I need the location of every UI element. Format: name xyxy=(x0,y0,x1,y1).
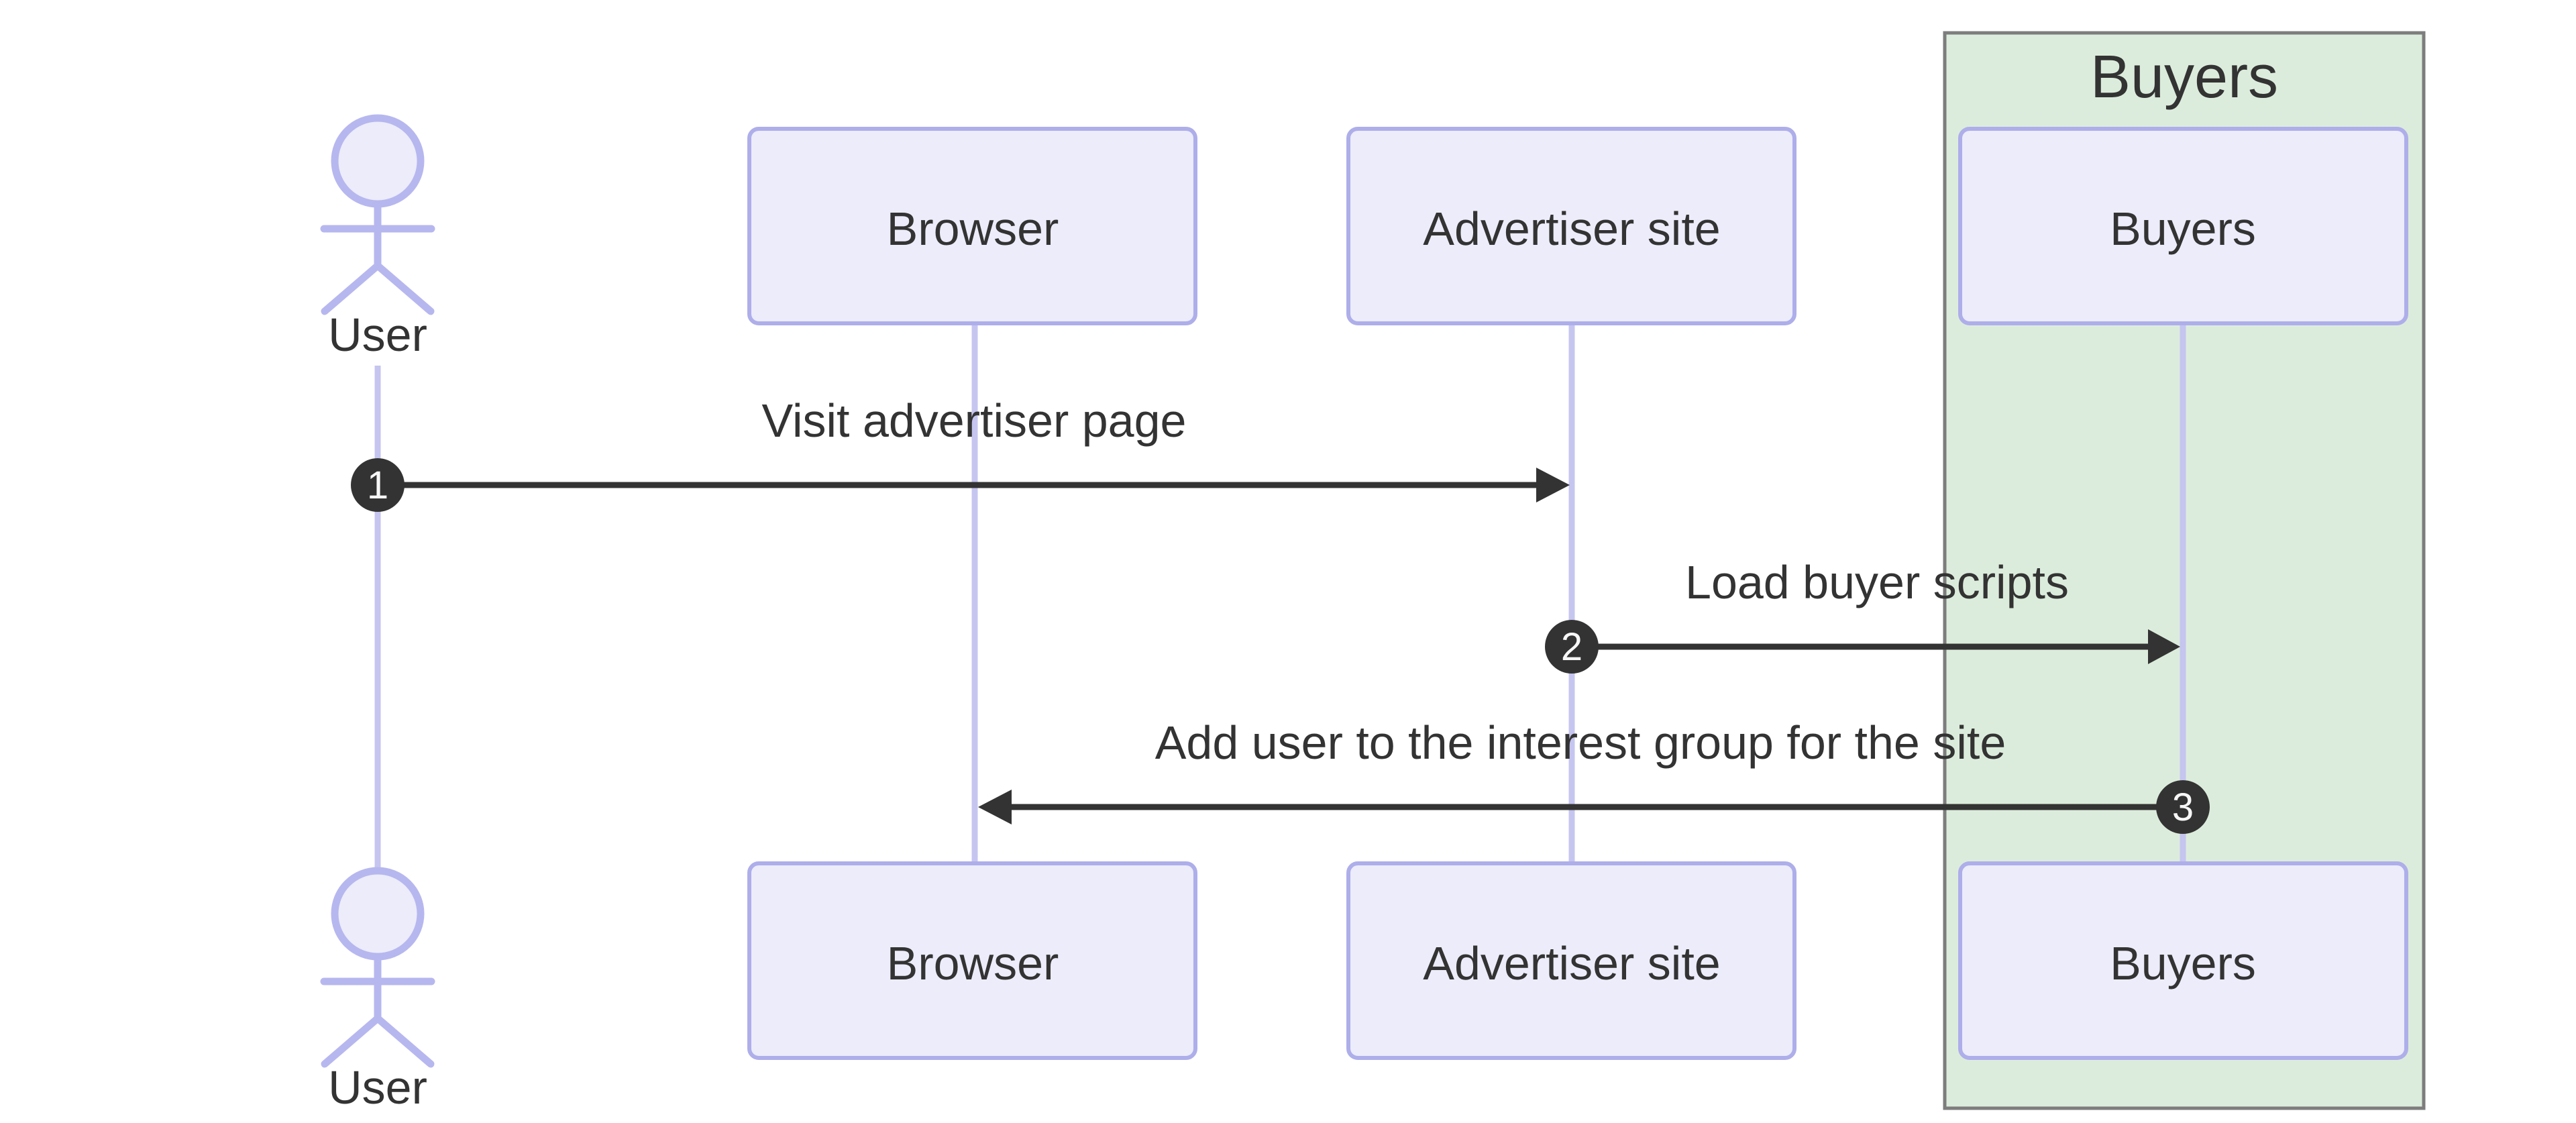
message-2-arrowhead-icon xyxy=(2148,629,2180,664)
message-1-number: 1 xyxy=(367,464,388,507)
participant-buyers-bottom: Buyers xyxy=(1958,861,2408,1060)
message-3-number: 3 xyxy=(2172,786,2194,829)
participant-advertiser-bottom-label: Advertiser site xyxy=(1423,937,1720,990)
participant-buyers-top-label: Buyers xyxy=(2110,203,2256,255)
participant-advertiser-top: Advertiser site xyxy=(1346,127,1796,325)
actor-user-label-top: User xyxy=(328,309,427,361)
participant-browser-top-box xyxy=(747,127,1197,325)
message-1-label: Visit advertiser page xyxy=(762,394,1187,447)
participant-browser-top: Browser xyxy=(747,127,1197,325)
message-3-number-badge xyxy=(2156,780,2210,834)
user-actor-icon xyxy=(320,114,435,315)
user-actor-icon xyxy=(320,867,435,1068)
message-3-label: Add user to the interest group for the s… xyxy=(1155,716,2006,769)
participant-buyers-top-box xyxy=(1958,127,2408,325)
participant-advertiser-top-box xyxy=(1346,127,1796,325)
participant-browser-bottom-label: Browser xyxy=(887,937,1059,990)
actor-user-label-bottom: User xyxy=(328,1061,427,1114)
message-2-number: 2 xyxy=(1561,625,1582,669)
message-2: Load buyer scripts 2 xyxy=(1545,556,2180,674)
participant-browser-top-label: Browser xyxy=(887,203,1059,255)
message-1: Visit advertiser page 1 xyxy=(351,394,1570,512)
message-1-number-badge xyxy=(351,458,405,512)
participant-advertiser-top-label: Advertiser site xyxy=(1423,203,1720,255)
group-buyers-title: Buyers xyxy=(2090,44,2278,111)
message-2-label: Load buyer scripts xyxy=(1685,556,2069,608)
participant-advertiser-bottom: Advertiser site xyxy=(1346,861,1796,1060)
participant-buyers-top: Buyers xyxy=(1958,127,2408,325)
actor-user-top: User xyxy=(320,114,435,361)
message-3: Add user to the interest group for the s… xyxy=(978,716,2210,834)
message-2-number-badge xyxy=(1545,620,1599,674)
participant-advertiser-bottom-box xyxy=(1346,861,1796,1060)
participant-browser-bottom: Browser xyxy=(747,861,1197,1060)
message-1-arrowhead-icon xyxy=(1536,468,1570,502)
participant-buyers-bottom-label: Buyers xyxy=(2110,937,2256,990)
participant-browser-bottom-box xyxy=(747,861,1197,1060)
participant-buyers-bottom-box xyxy=(1958,861,2408,1060)
actor-user-bottom: User xyxy=(320,867,435,1114)
message-3-arrowhead-icon xyxy=(978,790,1012,824)
